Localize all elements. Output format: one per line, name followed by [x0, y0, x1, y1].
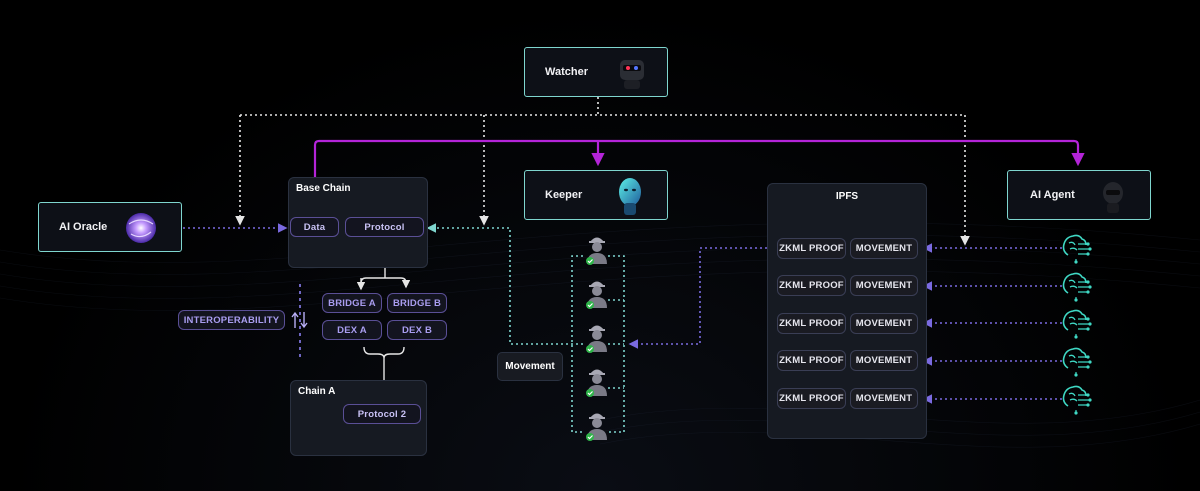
circuit-brain-icon: [1062, 309, 1092, 339]
worker-icon: [586, 413, 607, 441]
movement-pill: MOVEMENT: [850, 350, 918, 371]
interoperability-pill: INTEROPERABILITY: [178, 310, 285, 330]
worker-icon: [586, 237, 607, 265]
circuit-brain-icon: [1062, 347, 1092, 377]
circuit-brain-icon: [1062, 234, 1092, 264]
chain-a-title: Chain A: [298, 386, 336, 397]
ai-oracle-label: AI Oracle: [59, 221, 108, 233]
movement-pill: MOVEMENT: [850, 275, 918, 296]
movement-pill: MOVEMENT: [850, 313, 918, 334]
movement-pill: MOVEMENT: [850, 388, 918, 409]
swap-arrows-icon: [291, 311, 308, 329]
protocol-2-pill: Protocol 2: [343, 404, 421, 424]
zkml-proof-pill: ZKML PROOF: [777, 388, 846, 409]
bridge-b-pill: BRIDGE B: [387, 293, 447, 313]
dex-b-pill: DEX B: [387, 320, 447, 340]
ai-oracle-node: AI Oracle: [38, 202, 182, 252]
android-face-icon: [619, 178, 641, 215]
watcher-label: Watcher: [545, 66, 588, 78]
circuit-brain-icon: [1062, 385, 1092, 415]
keeper-node: Keeper: [524, 170, 668, 220]
ipfs-title: IPFS: [835, 191, 859, 202]
base-chain-title: Base Chain: [296, 183, 351, 194]
ai-agent-label: AI Agent: [1030, 189, 1075, 201]
data-pill: Data: [290, 217, 339, 237]
robot-head-icon: [1103, 182, 1123, 213]
worker-icon: [586, 369, 607, 397]
worker-icon: [586, 281, 607, 309]
bridge-a-pill: BRIDGE A: [322, 293, 382, 313]
movement-pill: MOVEMENT: [850, 238, 918, 259]
circuit-brain-icon: [1062, 272, 1092, 302]
movement-label: Movement: [497, 352, 563, 381]
glowing-orb-icon: [126, 213, 156, 243]
keeper-label: Keeper: [545, 189, 583, 201]
robot-head-icon: [620, 60, 644, 89]
zkml-proof-pill: ZKML PROOF: [777, 350, 846, 371]
dex-a-pill: DEX A: [322, 320, 382, 340]
zkml-proof-pill: ZKML PROOF: [777, 313, 846, 334]
zkml-proof-pill: ZKML PROOF: [777, 238, 846, 259]
ai-agent-node: AI Agent: [1007, 170, 1151, 220]
zkml-proof-pill: ZKML PROOF: [777, 275, 846, 296]
watcher-node: Watcher: [524, 47, 668, 97]
protocol-pill: Protocol: [345, 217, 424, 237]
worker-icon: [586, 325, 607, 353]
